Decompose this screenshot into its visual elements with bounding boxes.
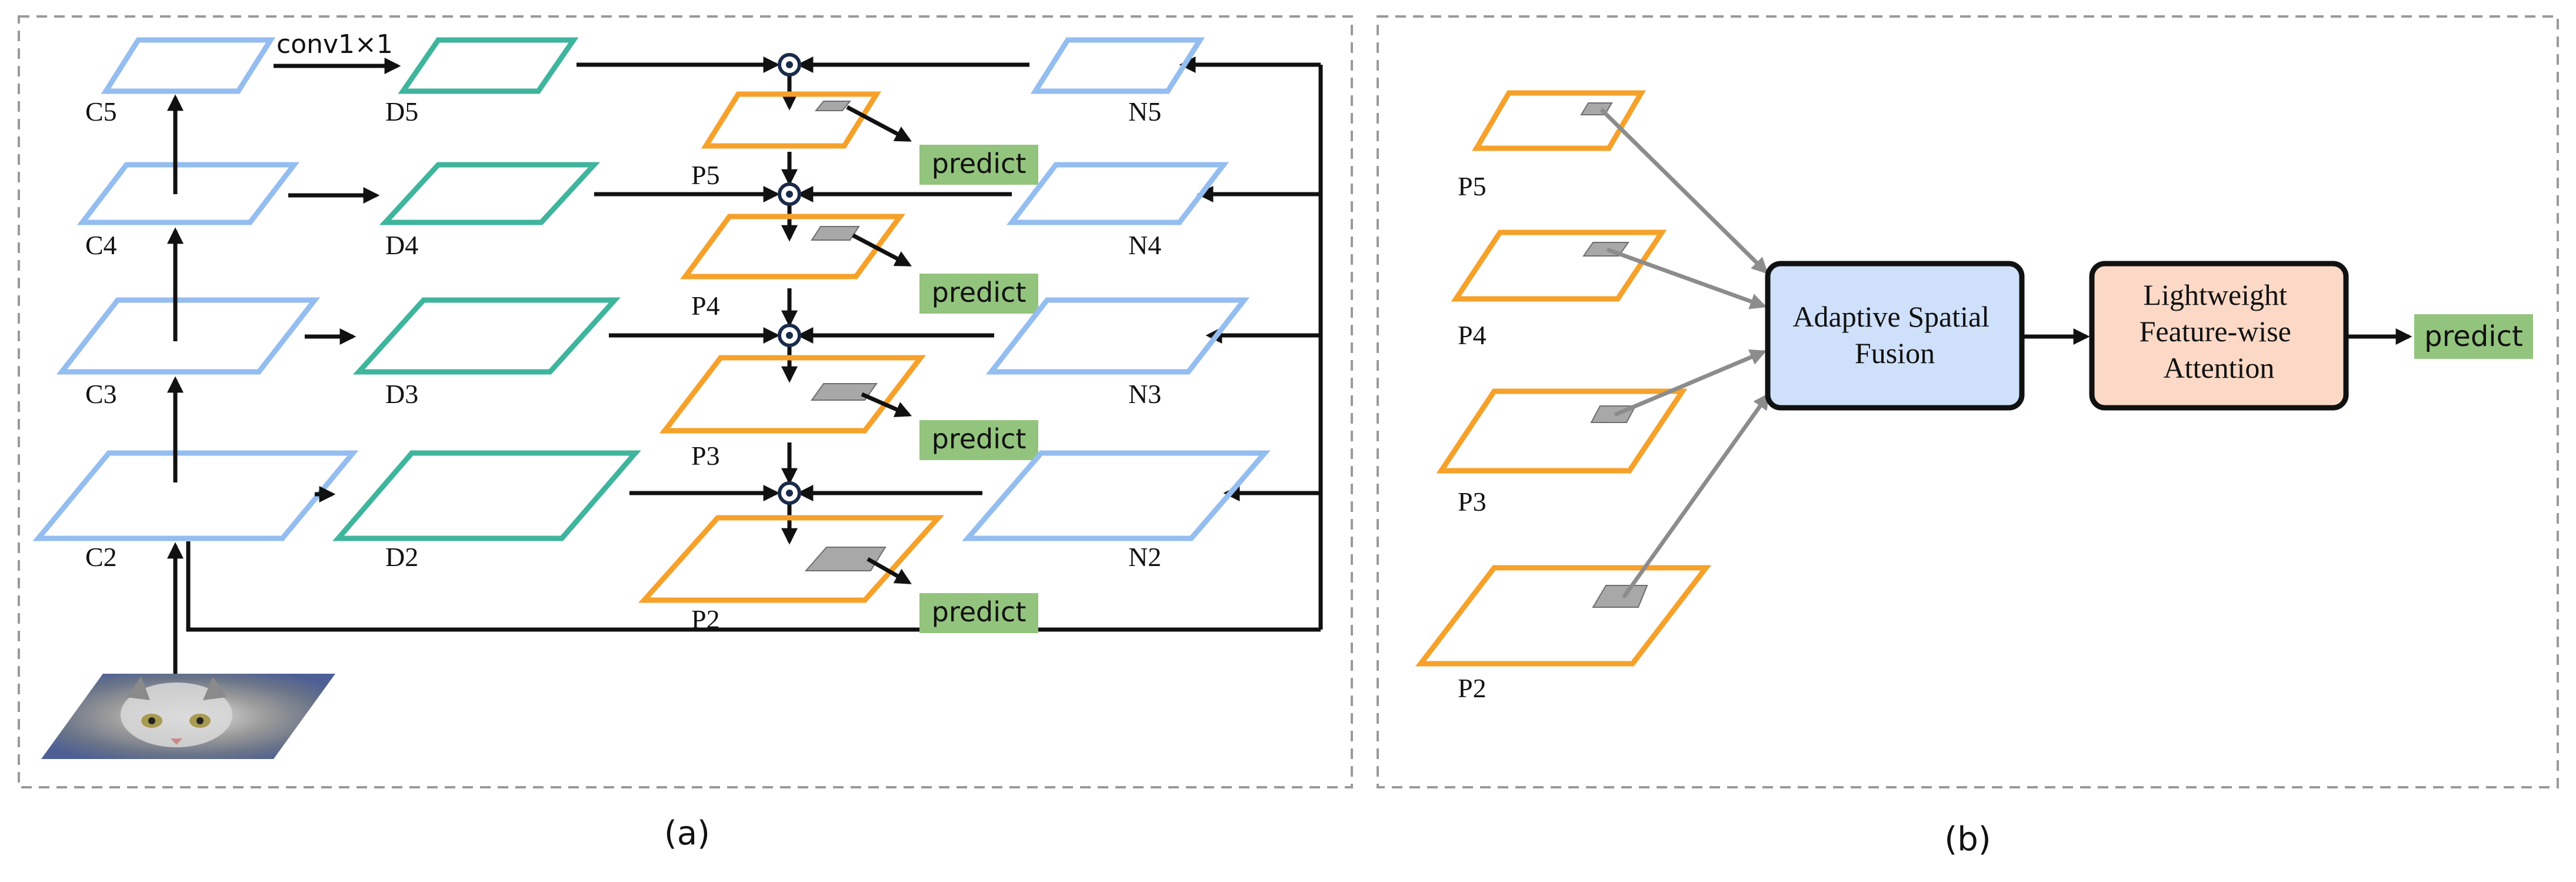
panel-b-border [1377, 15, 2559, 788]
backbone-label-c4: C4 [85, 230, 117, 260]
attention-box-line-3: Attention [2164, 351, 2275, 384]
fusion-box-line-1: Adaptive Spatial [1792, 300, 1990, 333]
panel-a: C5 C4 C3 C2 D5 D4 D3 D2 [18, 15, 1353, 853]
lateral-label-d2: D2 [385, 542, 418, 572]
backbone-label-c5: C5 [85, 96, 117, 127]
lateral-label-d3: D3 [385, 379, 418, 409]
pyramid-patch-p4 [811, 226, 860, 241]
attention-box-line-1: Lightweight [2144, 278, 2288, 311]
b-pyramid-p5 [1472, 90, 1646, 151]
conv-label: conv1×1 [276, 29, 393, 59]
lateral-d2 [332, 450, 641, 541]
lateral-column: D5 D4 D3 D2 conv1×1 [274, 29, 641, 572]
backbone-c5 [101, 37, 276, 94]
fusion-nodes [576, 53, 1029, 545]
backbone-label-c3: C3 [85, 379, 117, 409]
bottomup-label-n5: N5 [1128, 96, 1161, 127]
input-image-cat [41, 674, 335, 759]
b-patch-p2 [1592, 585, 1648, 608]
backbone-c2 [32, 450, 359, 541]
pyramid-column: P5 P4 P3 P2 [638, 91, 945, 634]
predict-label-p2: predict [932, 596, 1027, 628]
b-pyramid-label-p2: P2 [1458, 673, 1487, 703]
backbone-c3 [56, 297, 321, 375]
predict-label-p5: predict [932, 148, 1027, 179]
adaptive-spatial-fusion-box: Adaptive Spatial Fusion [1765, 261, 2025, 411]
b-pyramid-label-p4: P4 [1458, 320, 1487, 350]
svg-text:Lightweight Feature-wi: Lightweight Feature-wise Attention [2140, 278, 2299, 384]
bottomup-label-n3: N3 [1128, 379, 1161, 409]
b-pyramid-p2 [1415, 565, 1712, 667]
backbone-c4 [76, 162, 300, 225]
backbone-label-c2: C2 [85, 542, 117, 572]
pyramid-patch-p5 [814, 101, 852, 111]
fusion-box-line-2: Fusion [1855, 337, 1935, 370]
b-pyramid-label-p3: P3 [1458, 487, 1487, 517]
predict-label-b: predict [2424, 320, 2523, 353]
predict-box-p5 [919, 145, 1038, 185]
lateral-d3 [352, 297, 621, 375]
backbone-column: C5 C4 C3 C2 [32, 37, 359, 674]
bottomup-label-n2: N2 [1128, 542, 1161, 572]
caption-b: (b) [1944, 820, 1991, 858]
predict-label-p4: predict [932, 277, 1027, 308]
pyramid-label-p3: P3 [691, 441, 720, 471]
predict-box-b: predict [2414, 314, 2533, 359]
lateral-label-d5: D5 [385, 96, 418, 127]
b-pyramid-label-p5: P5 [1458, 171, 1487, 201]
bottomup-n2 [962, 450, 1271, 541]
pyramid-label-p4: P4 [691, 291, 720, 321]
pyramid-p3 [659, 355, 927, 434]
predict-box-p4 [919, 274, 1038, 314]
pyramid-p5 [701, 91, 882, 149]
pyramid-label-p2: P2 [691, 604, 720, 634]
lateral-label-d4: D4 [385, 230, 418, 260]
bottomup-n4 [1006, 162, 1229, 225]
predict-label-p3: predict [932, 423, 1027, 455]
pyramid-patch-p2 [804, 547, 887, 571]
predict-box-p2 [919, 593, 1038, 633]
b-pyramid-p3 [1436, 388, 1688, 474]
bottomup-n5 [1030, 37, 1205, 94]
lightweight-attention-box: Lightweight Feature-wise Attention [2089, 261, 2349, 411]
bottomup-label-n4: N4 [1128, 230, 1161, 260]
predict-boxes-a: predict predict predict predict [919, 145, 1038, 633]
attention-box-line-2: Feature-wise [2140, 315, 2291, 348]
svg-text:Adaptive Spatial Fusio: Adaptive Spatial Fusion [1792, 300, 1997, 370]
panel-b: P5 P4 P3 P2 Adaptive Spatial Fusion Ligh… [1377, 15, 2559, 858]
lateral-d5 [398, 37, 579, 94]
predict-box-p3 [919, 420, 1038, 460]
panel-a-border [18, 15, 1353, 788]
caption-a: (a) [664, 814, 710, 853]
pyramid-patch-p3 [811, 383, 878, 401]
pyramid-p4 [680, 214, 905, 279]
pyramid-label-p5: P5 [691, 160, 720, 190]
pyramid-p2 [638, 515, 945, 603]
bottomup-column: N5 N4 N3 N2 [962, 37, 1271, 572]
b-pyramid-p4 [1451, 229, 1667, 302]
fusion-input-arrows [1599, 108, 1770, 599]
bottomup-n3 [985, 297, 1250, 375]
pyramid-stack-b: P5 P4 P3 P2 [1415, 90, 1712, 703]
lateral-d4 [379, 162, 601, 225]
